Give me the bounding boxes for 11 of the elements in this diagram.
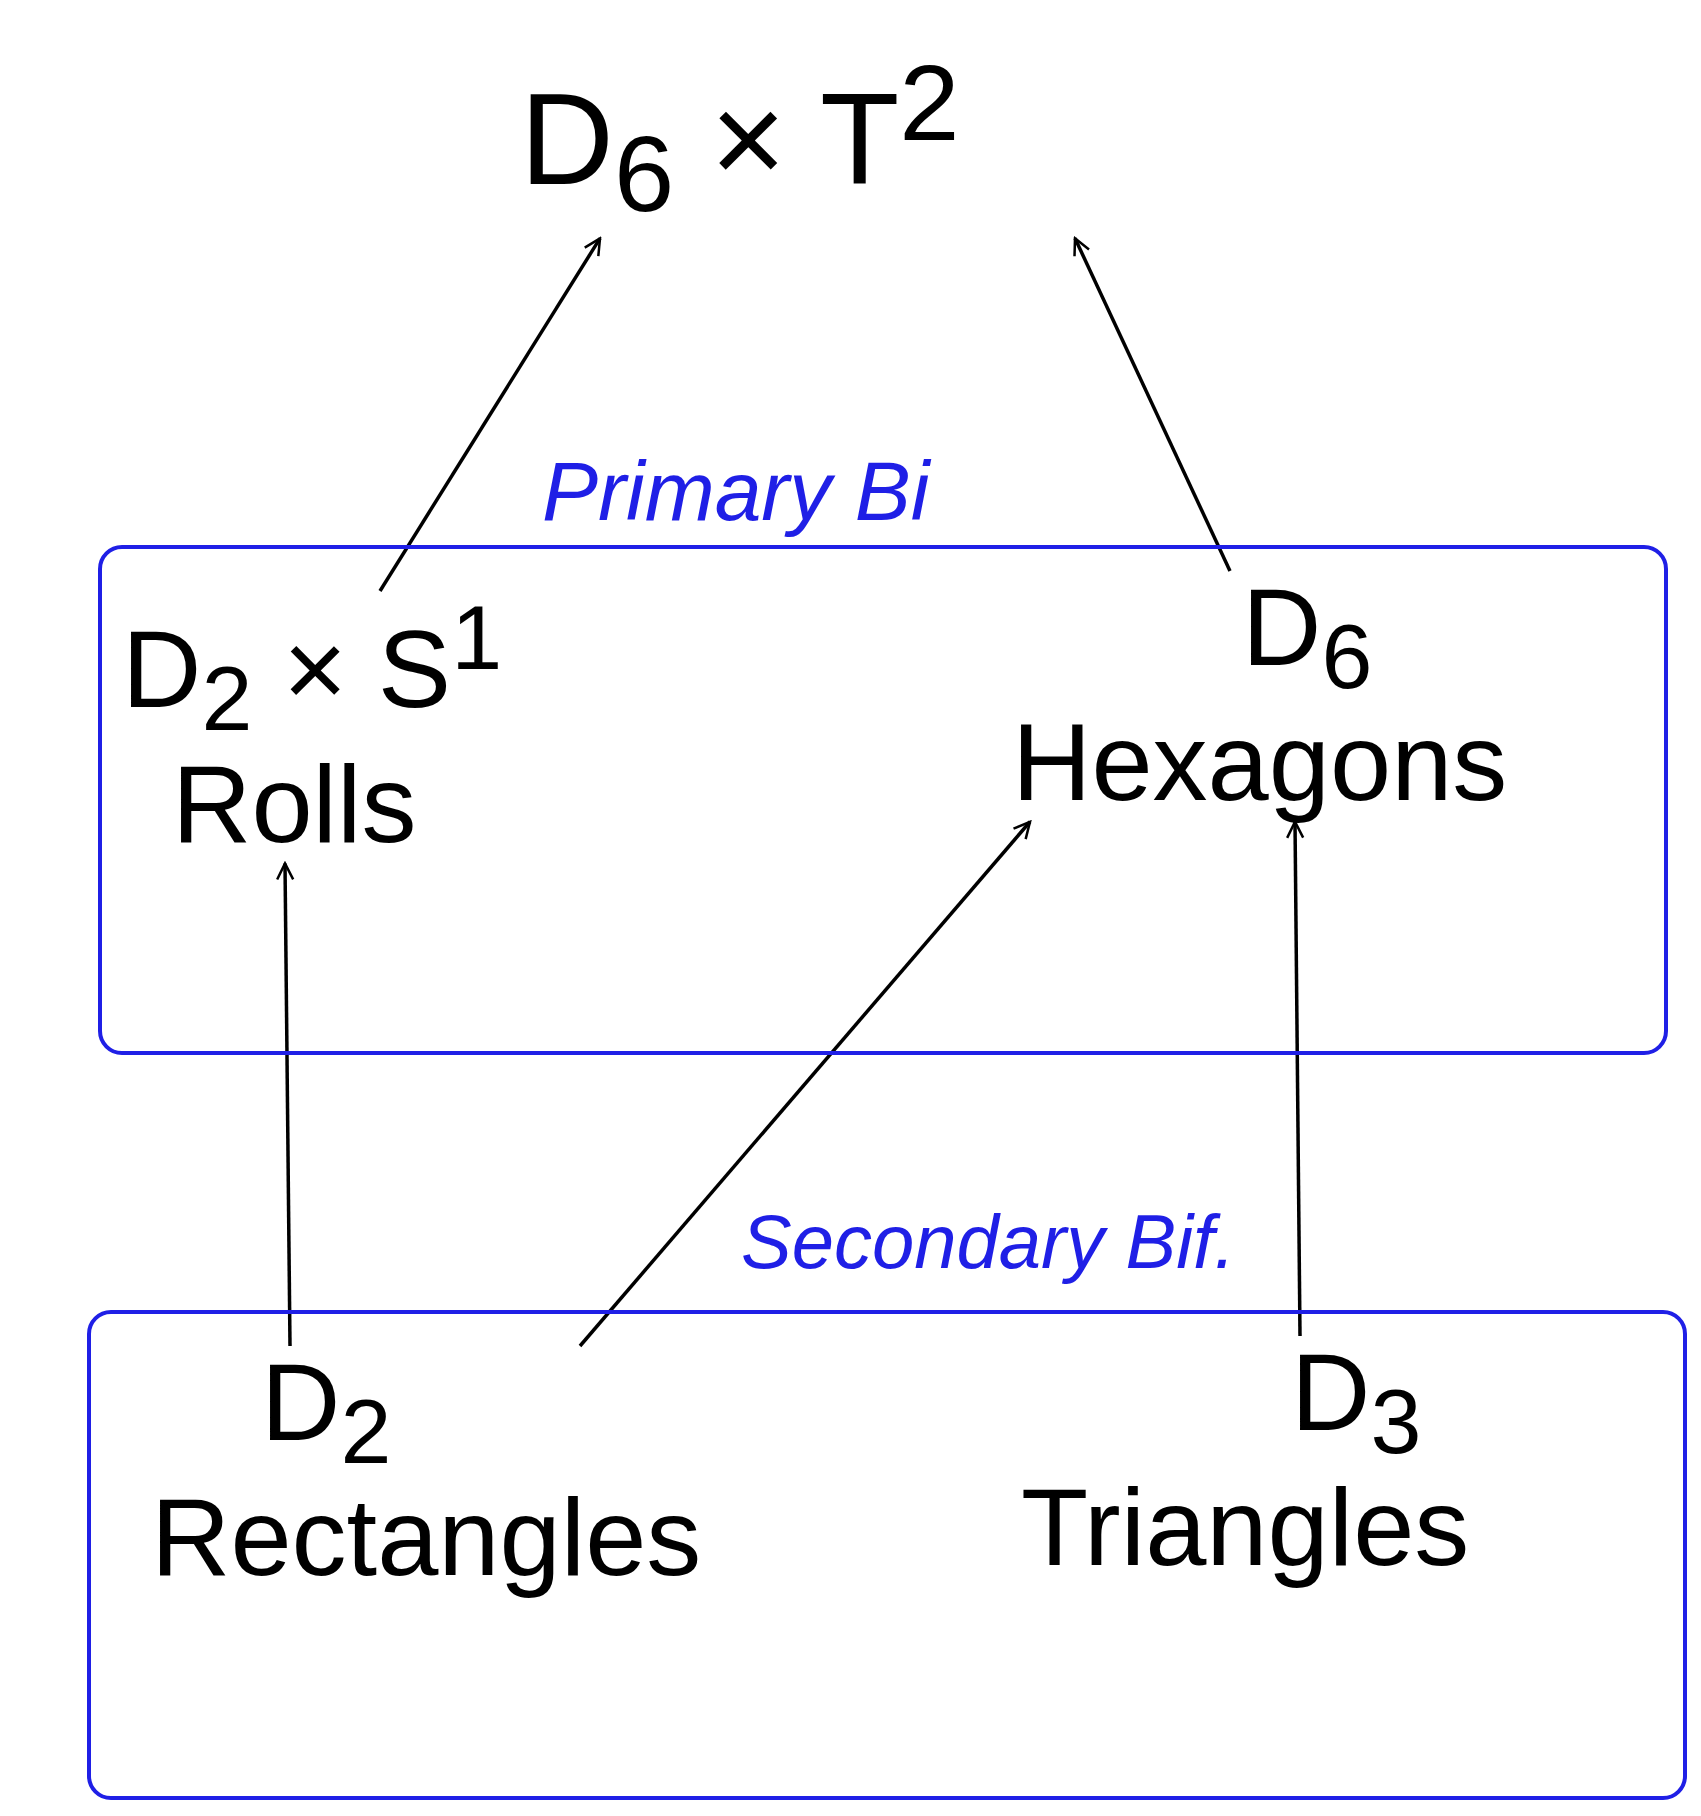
symmetry-group-text: D$_{2}$ × S$^{1}$ <box>122 589 503 746</box>
symmetry-group-text: D$_{6}$ × T$^{2}$ <box>520 40 960 237</box>
arrow <box>1073 237 1232 572</box>
symmetry-group-text: D$_{6}$ <box>1242 569 1374 705</box>
arrow <box>275 862 295 1346</box>
arrow <box>1285 820 1305 1336</box>
pattern-name: Rolls <box>172 745 418 862</box>
symmetry-group-text: D$_{2}$ <box>261 1344 393 1480</box>
arrow <box>578 820 1032 1348</box>
arrow <box>378 237 602 592</box>
symmetry-group-text: D$_{3}$ <box>1291 1334 1423 1470</box>
